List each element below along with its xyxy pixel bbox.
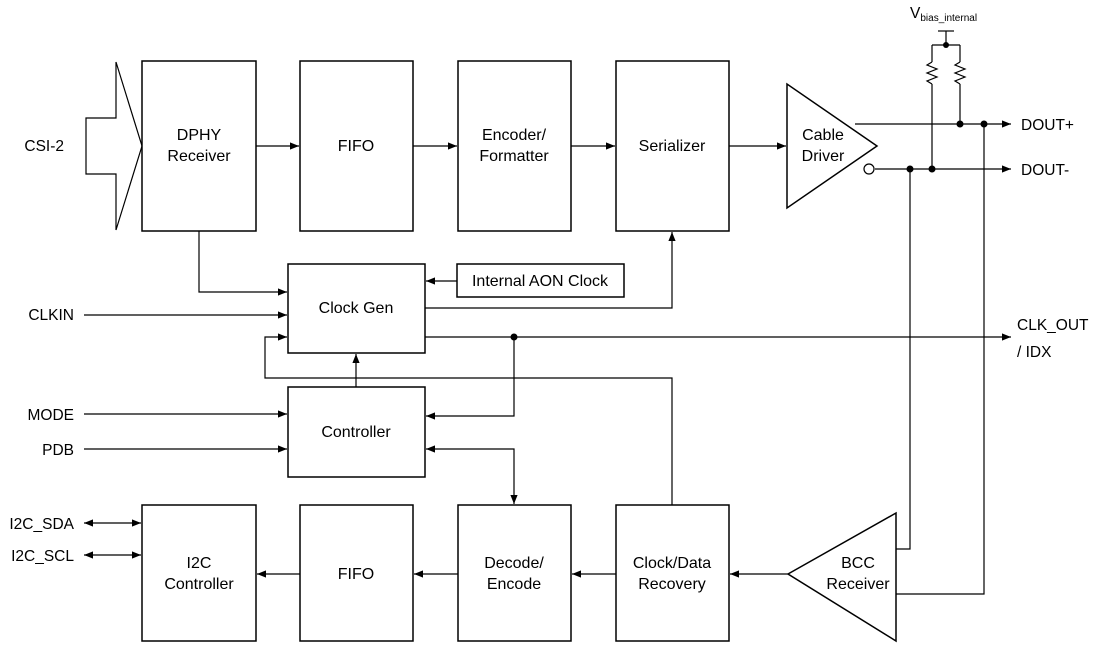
encoder-formatter-block: Encoder/ Formatter [457,60,572,232]
clock-gen-label: Clock Gen [319,300,394,317]
internal-aon-clock-block: Internal AON Clock [456,263,625,298]
clock-data-recovery-block: Clock/Data Recovery [615,504,730,642]
clk-out-label-1: CLK_OUT [1017,317,1089,334]
dphy-receiver-block: DPHY Receiver [141,60,257,232]
decode-encode-label-1: Decode/ [484,555,544,572]
bcc-receiver-block: BCC Receiver [786,511,897,643]
mode-label: MODE [28,407,75,424]
i2c-controller-label-2: Controller [164,576,234,593]
clk-out-label-2: / IDX [1017,344,1052,361]
cable-driver-label-2: Driver [802,148,845,165]
encoder-formatter-label-2: Formatter [479,148,549,165]
cdr-label-1: Clock/Data [633,555,711,572]
cable-driver-block: Cable Driver [786,82,879,210]
i2c-scl-label: I2C_SCL [11,548,74,565]
serializer-block: Serializer [615,60,730,232]
csi2-bus-arrow [85,61,143,231]
dout-minus-label: DOUT- [1021,162,1069,179]
vbias-label: Vbias_internal [910,5,977,24]
dphy-receiver-label-1: DPHY [177,127,222,144]
encoder-formatter-label-1: Encoder/ [482,127,547,144]
dphy-receiver-label-2: Receiver [167,148,231,165]
cable-driver-label-1: Cable [802,127,844,144]
fifo-rx-block: FIFO [299,504,414,642]
decode-encode-label-2: Encode [487,576,541,593]
fifo-tx-label: FIFO [338,138,374,155]
i2c-sda-label: I2C_SDA [9,516,74,533]
controller-label: Controller [321,424,391,441]
i2c-controller-label-1: I2C [187,555,212,572]
inverting-output-bubble [863,163,875,175]
fifo-tx-block: FIFO [299,60,414,232]
csi2-label: CSI-2 [24,138,64,155]
decode-encode-block: Decode/ Encode [457,504,572,642]
internal-aon-clock-label: Internal AON Clock [472,273,609,290]
dout-plus-label: DOUT+ [1021,117,1074,134]
fifo-rx-label: FIFO [338,566,374,583]
cdr-label-2: Recovery [638,576,706,593]
controller-block: Controller [287,386,426,478]
i2c-controller-block: I2C Controller [141,504,257,642]
vbias-network: Vbias_internal [910,5,977,173]
pdb-label: PDB [42,442,74,459]
clock-gen-block: Clock Gen [287,263,426,354]
bcc-receiver-label-2: Receiver [826,576,890,593]
bcc-receiver-label-1: BCC [841,555,875,572]
serializer-label: Serializer [639,138,706,155]
clkin-label: CLKIN [28,307,74,324]
